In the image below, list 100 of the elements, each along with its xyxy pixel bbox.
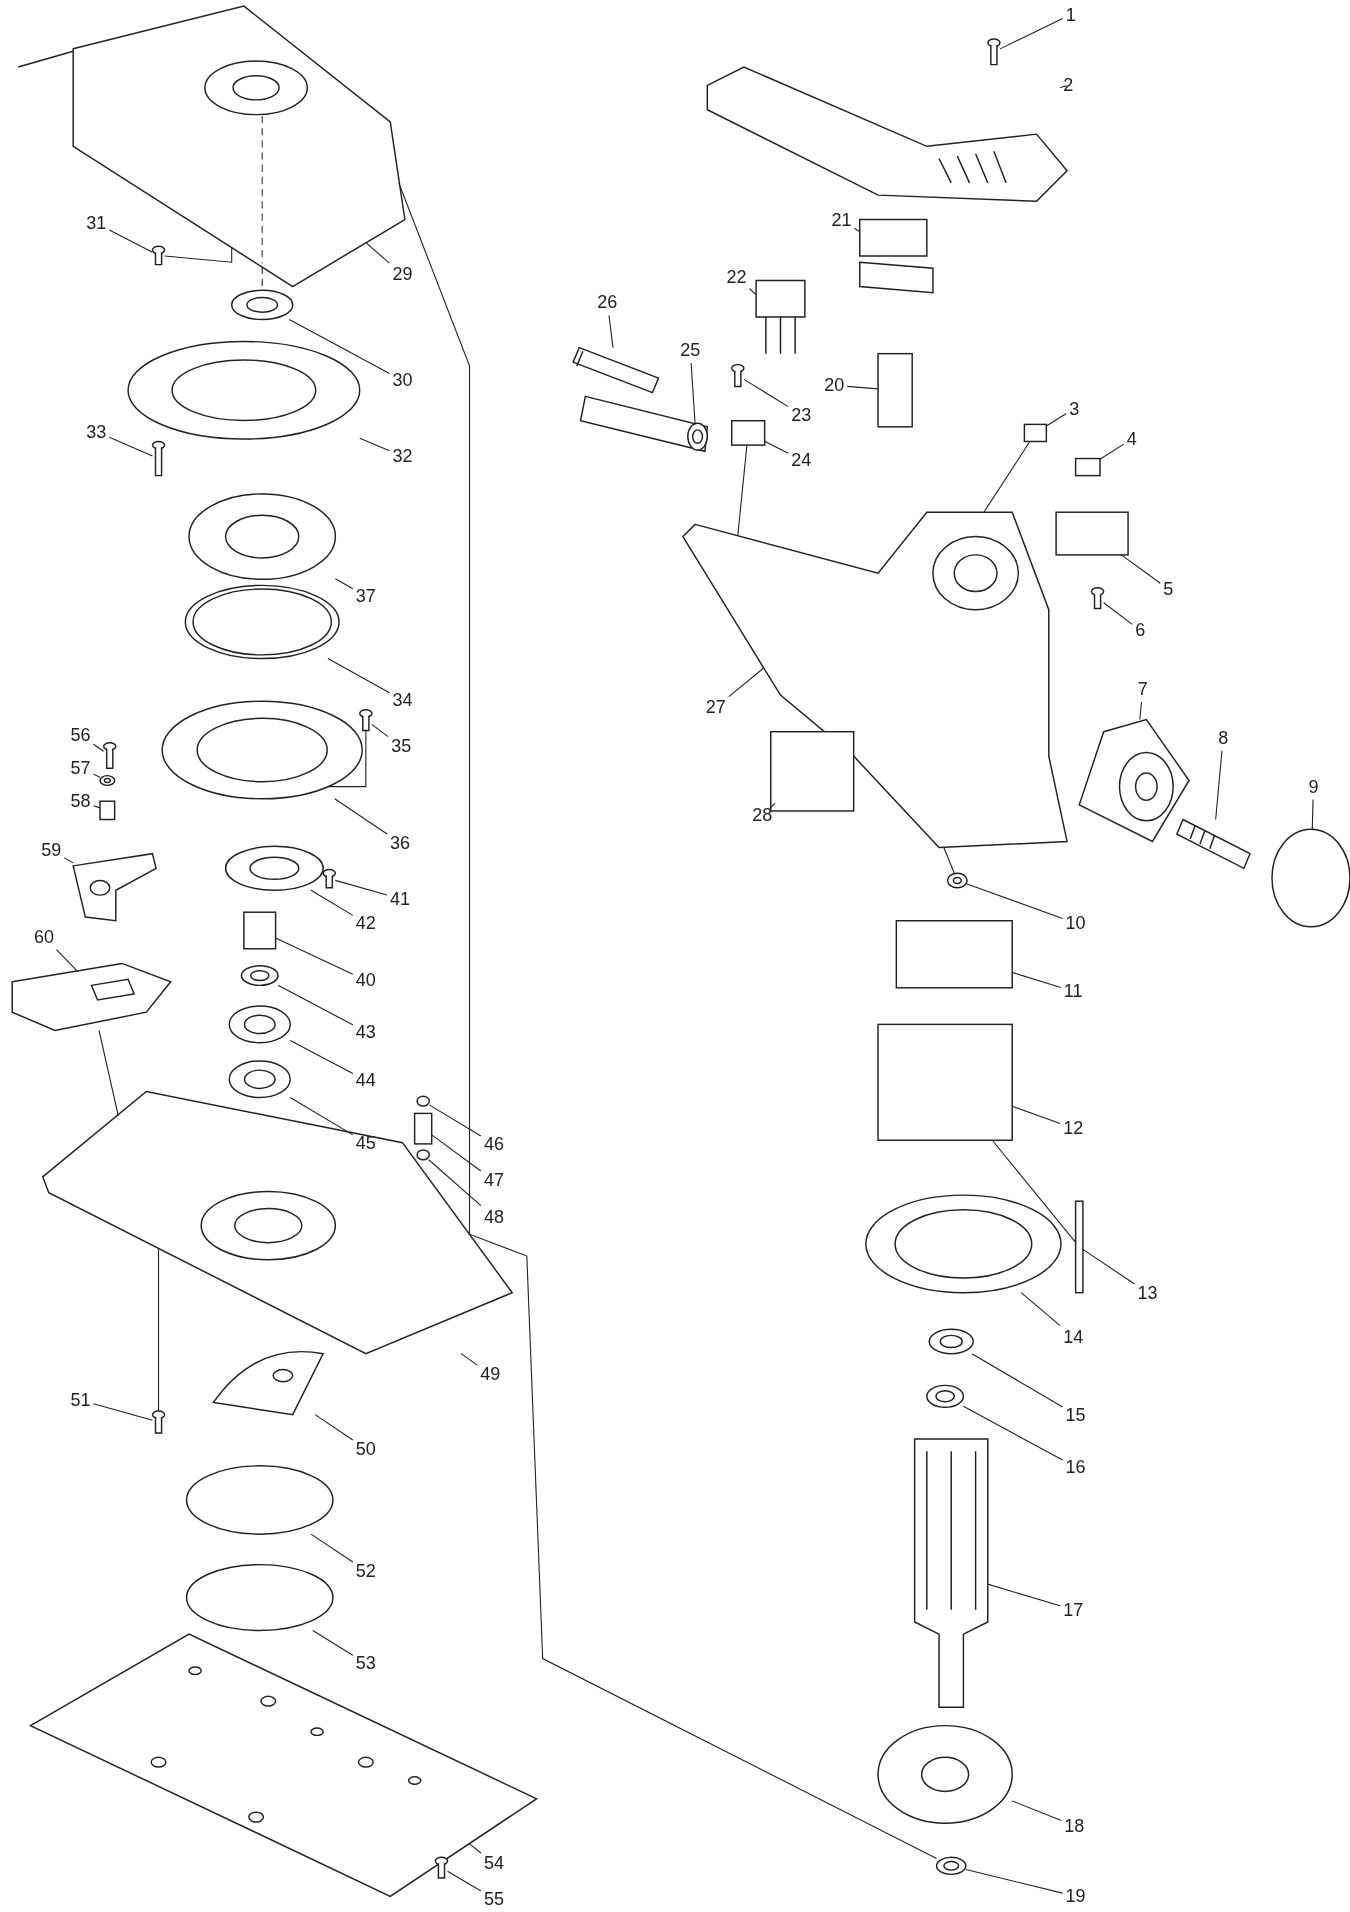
leader-line <box>1011 1800 1062 1821</box>
assembly-line <box>943 847 955 874</box>
fan-drawing <box>188 493 337 580</box>
callout-number: 29 <box>392 264 413 285</box>
leader-line <box>1011 971 1062 989</box>
leader-line <box>108 229 153 253</box>
callout-number: 60 <box>33 926 54 947</box>
leader-line <box>428 1104 482 1137</box>
screw-drawing <box>731 363 745 388</box>
brush-drawing <box>1074 457 1101 477</box>
leader-line <box>334 879 388 896</box>
screw-drawing <box>359 709 373 732</box>
leader-line <box>1045 413 1067 427</box>
fan-drawing <box>877 1724 1013 1824</box>
callout-number: 21 <box>831 209 852 230</box>
o-ring-drawing <box>416 1095 430 1107</box>
leader-line <box>764 440 789 454</box>
callout-number: 27 <box>705 697 726 718</box>
leader-line <box>1099 443 1125 460</box>
baffle-drawing <box>865 1194 1062 1294</box>
screw-drawing <box>987 38 1001 66</box>
callout-number: 56 <box>70 725 91 746</box>
bearing-drawing <box>228 1005 291 1044</box>
assembly-line <box>327 729 367 788</box>
callout-number: 49 <box>480 1364 501 1385</box>
ring-drawing <box>185 1465 334 1535</box>
leader-line <box>749 288 757 296</box>
motor-housing-drawing <box>682 511 1068 849</box>
leader-line <box>728 667 764 698</box>
sleeve-drawing <box>99 800 116 821</box>
label-plate-drawing <box>770 731 855 812</box>
screw-drawing <box>434 1856 449 1879</box>
leader-line <box>92 743 105 752</box>
leader-line <box>971 1353 1064 1408</box>
leader-line <box>846 385 879 390</box>
grip-drawing <box>579 395 709 453</box>
bearing-drawing <box>228 1060 291 1099</box>
callout-number: 28 <box>752 804 773 825</box>
plate-drawing <box>224 845 324 891</box>
leader-line <box>1059 85 1068 89</box>
assembly-line <box>737 444 748 536</box>
callout-number: 53 <box>355 1653 376 1674</box>
tube-drawing <box>572 346 660 394</box>
label-plate-drawing <box>1055 511 1129 556</box>
counterweight-drawing <box>212 1350 324 1416</box>
callout-number: 2 <box>1063 75 1074 96</box>
callout-number: 4 <box>1126 429 1137 449</box>
leader-line <box>55 949 79 973</box>
callout-number: 1 <box>1065 4 1076 25</box>
leader-line <box>608 314 614 349</box>
leader-line <box>965 1868 1064 1894</box>
callout-number: 46 <box>483 1133 504 1154</box>
callout-number: 6 <box>1135 620 1146 641</box>
leader-line <box>1215 750 1223 821</box>
callout-number: 26 <box>597 292 618 313</box>
leader-line <box>1103 602 1133 625</box>
screw-drawing <box>151 440 166 477</box>
callout-number: 14 <box>1063 1326 1084 1347</box>
sleeve-drawing <box>243 911 277 950</box>
callout-number: 11 <box>1063 981 1083 1002</box>
callout-number: 43 <box>355 1021 376 1042</box>
switch-drawing <box>877 352 913 428</box>
leader-line <box>447 1870 482 1892</box>
screw-drawing <box>151 1410 166 1434</box>
callout-number: 9 <box>1308 776 1319 797</box>
callout-number: 34 <box>392 690 413 710</box>
callout-number: 59 <box>41 840 62 860</box>
callout-number: 30 <box>392 370 413 391</box>
assembly-line <box>398 182 938 1859</box>
leader-line <box>999 17 1064 50</box>
leader-line <box>1082 1248 1136 1285</box>
callout-number: 16 <box>1065 1457 1086 1478</box>
leader-line <box>460 1353 478 1366</box>
assembly-line <box>164 247 233 263</box>
leader-line <box>853 227 861 233</box>
leader-line <box>108 436 153 457</box>
cap-drawing <box>1271 828 1350 928</box>
callout-number: 5 <box>1163 579 1174 599</box>
leader-line <box>962 1405 1064 1461</box>
leader-line <box>334 578 354 590</box>
callout-number: 31 <box>86 213 107 234</box>
callout-number: 45 <box>355 1132 376 1153</box>
callout-number: 7 <box>1137 679 1148 699</box>
leader-line <box>334 798 388 835</box>
stator-drawing <box>877 1023 1013 1141</box>
callout-number: 47 <box>483 1170 504 1191</box>
callout-number: 10 <box>1065 913 1086 934</box>
callout-number: 17 <box>1063 1599 1084 1620</box>
leader-line <box>1139 701 1142 721</box>
screw-drawing <box>151 245 166 266</box>
leader-line <box>310 1533 354 1563</box>
callout-number: 13 <box>1137 1282 1158 1303</box>
cone-drawing <box>1078 718 1190 843</box>
leader-line <box>314 1414 354 1441</box>
leader-line <box>690 362 696 425</box>
leader-line <box>770 802 776 808</box>
pin-drawing <box>413 1112 433 1145</box>
callout-number: 42 <box>355 913 376 934</box>
callout-number: 19 <box>1065 1886 1086 1907</box>
callout-number: 40 <box>355 970 376 991</box>
